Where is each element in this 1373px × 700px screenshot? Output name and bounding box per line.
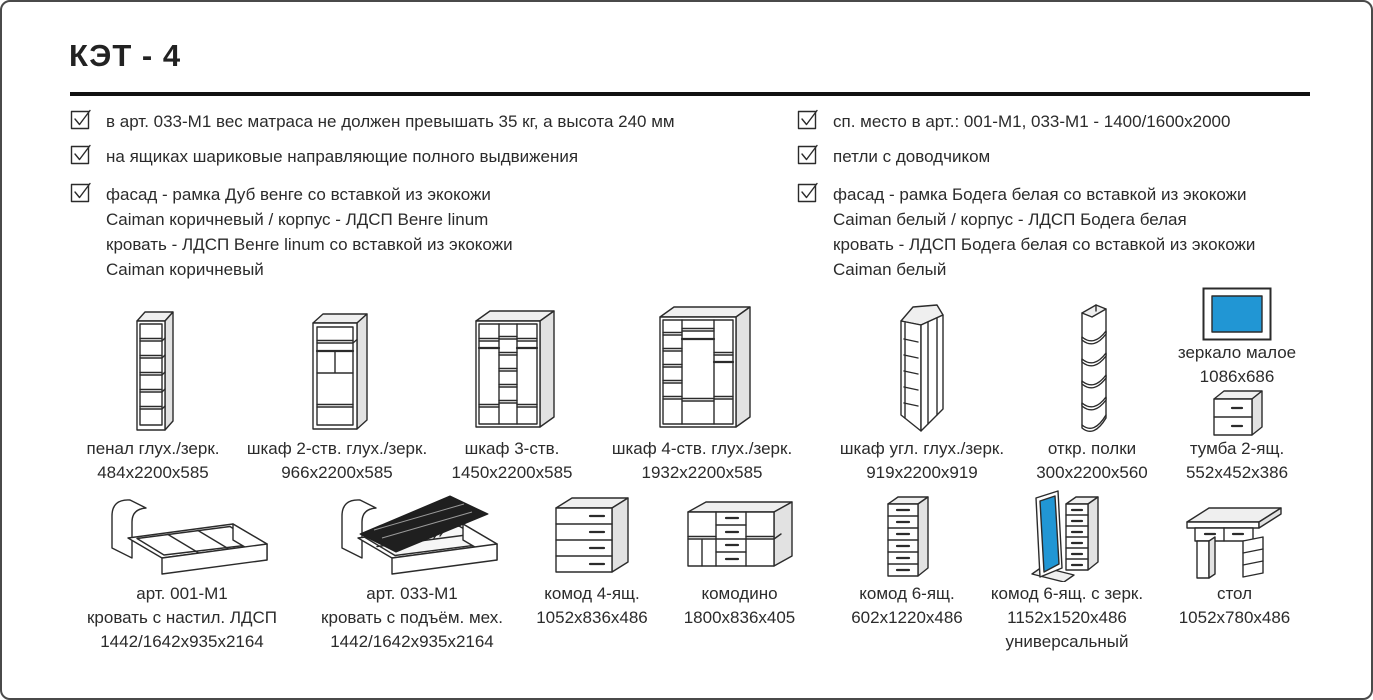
product-name: откр. полки [1047, 439, 1137, 458]
product-dims: 966х2200х585 [281, 463, 393, 482]
product-krovat-001: арт. 001-М1 кровать с настил. ЛДСП 1442/… [57, 480, 307, 654]
tumba-drawing [1213, 390, 1263, 436]
product-dims: 1152х1520х486 универсальный [1005, 608, 1129, 651]
feature-item: фасад - рамка Бодега белая со вставкой и… [797, 181, 1337, 282]
checked-checkbox-icon [70, 182, 91, 203]
feature-item: в арт. 033-М1 вес матраса не должен прев… [70, 108, 770, 134]
product-komodino: комодино 1800х836х405 [652, 480, 827, 630]
feature-item: на ящиках шариковые направляющие полного… [70, 143, 770, 169]
product-name: комодино [701, 584, 778, 603]
product-name: стол [1216, 584, 1253, 603]
shkaf-ugl-drawing [900, 304, 944, 432]
feature-text: сп. место в арт.: 001-М1, 033-М1 - 1400/… [833, 112, 1231, 131]
product-dims: 300х2200х560 [1036, 463, 1148, 482]
page-title: КЭТ - 4 [69, 38, 182, 73]
checked-checkbox-icon [70, 109, 91, 130]
shkaf-3-drawing [475, 310, 555, 428]
otkr-polki-drawing [1081, 304, 1107, 432]
product-komod-4: комод 4-ящ. 1052х836х486 [507, 480, 677, 630]
komod-6-drawing [887, 496, 929, 577]
product-dims: 919х2200х919 [866, 463, 978, 482]
product-shkaf-4: шкаф 4-ств. глух./зерк. 1932х2200х585 [597, 295, 807, 485]
stol-drawing [1185, 507, 1282, 579]
product-tumba: тумба 2-ящ. 552х452х386 [1152, 385, 1322, 485]
feature-text: фасад - рамка Дуб венге со вставкой из э… [106, 185, 513, 279]
krovat-033-drawing [341, 495, 498, 575]
checked-checkbox-icon [797, 144, 818, 165]
product-name: шкаф 4-ств. глух./зерк. [611, 439, 793, 458]
product-dims: 1086х686 [1199, 367, 1275, 386]
product-shkaf-ugl: шкаф угл. глух./зерк. 919х2200х919 [832, 295, 1012, 485]
product-dims: 602х1220х486 [851, 608, 963, 627]
product-name: шкаф угл. глух./зерк. [839, 439, 1005, 458]
product-dims: 484х2200х585 [97, 463, 209, 482]
product-name: арт. 001-М1 кровать с настил. ЛДСП [86, 584, 277, 627]
product-komod-6-zerk: комод 6-ящ. с зерк. 1152х1520х486 универ… [977, 480, 1157, 654]
product-komod-6: комод 6-ящ. 602х1220х486 [832, 480, 982, 630]
feature-text: фасад - рамка Бодега белая со вставкой и… [833, 185, 1256, 279]
product-name: арт. 033-М1 кровать с подъём. мех. [321, 584, 503, 627]
product-name: комод 6-ящ. [859, 584, 955, 603]
product-dims: 1932х2200х585 [641, 463, 763, 482]
feature-text: петли с доводчиком [833, 147, 991, 166]
checked-checkbox-icon [797, 182, 818, 203]
checked-checkbox-icon [797, 109, 818, 130]
product-stol: стол 1052х780х486 [1147, 480, 1322, 630]
feature-text: в арт. 033-М1 вес матраса не должен прев… [106, 112, 675, 131]
product-name: шкаф 3-ств. [464, 439, 560, 458]
product-shkaf-3: шкаф 3-ств. 1450х2200х585 [432, 295, 592, 485]
product-dims: 1052х836х486 [536, 608, 648, 627]
product-dims: 1442/1642х935х2164 [330, 632, 494, 651]
product-zerkalo: зеркало малое 1086х686 [1152, 285, 1322, 389]
komod-6-zerk-drawing [1031, 490, 1099, 582]
feature-text: на ящиках шариковые направляющие полного… [106, 147, 579, 166]
product-penal: пенал глух./зерк. 484х2200х585 [42, 295, 264, 485]
zerkalo-drawing [1202, 287, 1272, 341]
product-dims: 1450х2200х585 [451, 463, 573, 482]
product-name: комод 4-ящ. [544, 584, 640, 603]
product-dims: 1052х780х486 [1178, 608, 1291, 627]
penal-drawing [136, 311, 174, 431]
product-dims: 1442/1642х935х2164 [100, 632, 264, 651]
product-dims: 1800х836х405 [683, 608, 796, 627]
product-name: шкаф 2-ств. глух./зерк. [246, 439, 428, 458]
feature-item: сп. место в арт.: 001-М1, 033-М1 - 1400/… [797, 108, 1337, 134]
product-name: пенал глух./зерк. [86, 439, 220, 458]
product-dims: 552х452х386 [1185, 463, 1289, 482]
product-name: комод 6-ящ. с зерк. [990, 584, 1144, 603]
product-name: зеркало малое [1177, 343, 1297, 362]
product-shkaf-2: шкаф 2-ств. глух./зерк. 966х2200х585 [242, 295, 432, 485]
komod-4-drawing [554, 497, 629, 573]
krovat-001-drawing [111, 499, 268, 575]
feature-item: фасад - рамка Дуб венге со вставкой из э… [70, 181, 770, 282]
komodino-drawing [687, 501, 793, 567]
title-divider [70, 92, 1310, 96]
shkaf-4-drawing [659, 306, 751, 428]
product-otkr-polki: откр. полки 300х2200х560 [1012, 295, 1172, 485]
product-name: тумба 2-ящ. [1189, 439, 1285, 458]
checked-checkbox-icon [70, 144, 91, 165]
feature-item: петли с доводчиком [797, 143, 1337, 169]
product-krovat-033: арт. 033-М1 кровать с подъём. мех. 1442/… [292, 480, 532, 654]
shkaf-2-drawing [312, 313, 368, 430]
